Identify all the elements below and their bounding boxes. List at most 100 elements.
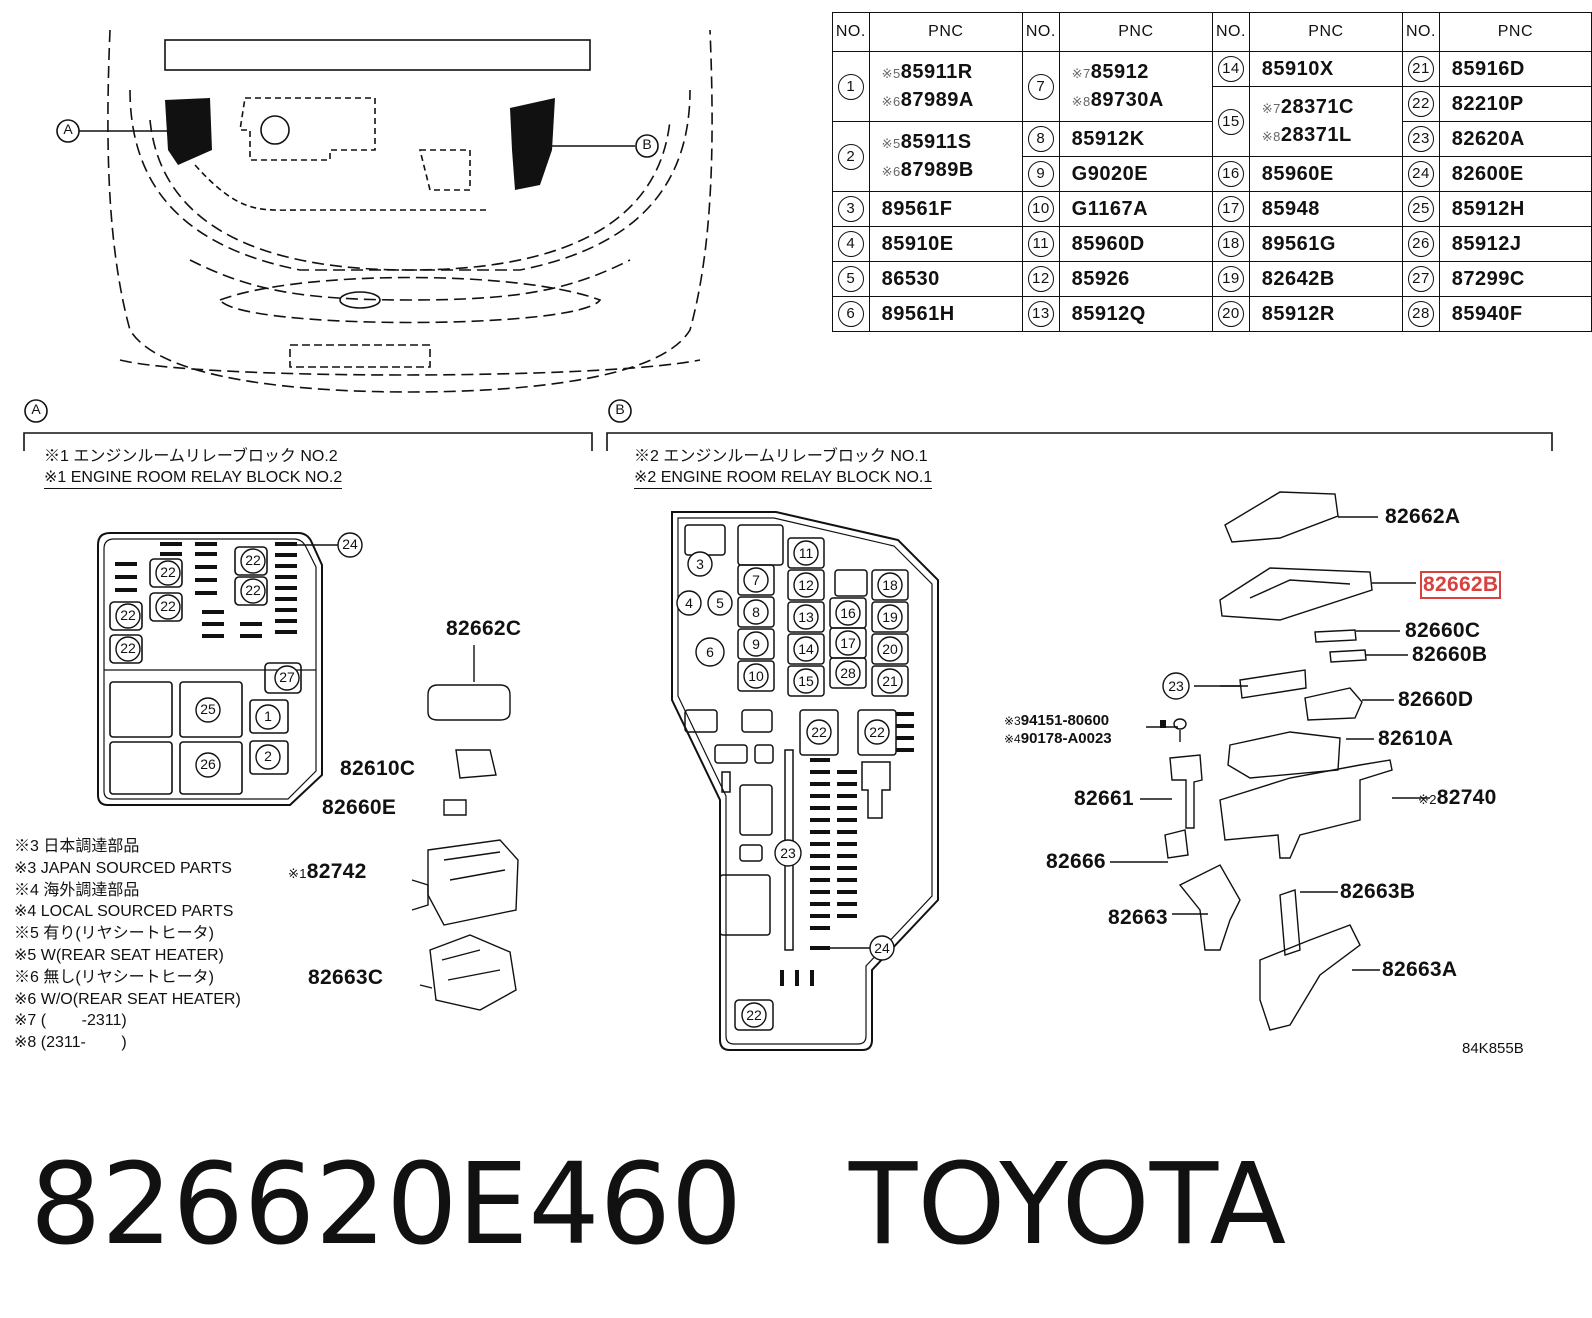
callout-label: 22	[160, 564, 176, 580]
header-no: NO.	[832, 12, 870, 52]
note-item: ※3 日本調達部品	[14, 838, 140, 855]
table-header-row: NO. PNC NO. PNC NO. PNC NO. PNC	[832, 12, 1592, 52]
pnc-value: 89561G	[1248, 226, 1404, 262]
pnc-value: 85910E	[868, 226, 1024, 262]
callout-label: 23	[780, 845, 796, 861]
item-number: 28	[1407, 301, 1434, 327]
item-number: 13	[1027, 301, 1054, 327]
callout-label: 12	[798, 577, 814, 593]
section-b-title: ※2 エンジンルームリレーブロック NO.1 ※2 ENGINE ROOM RE…	[634, 446, 933, 489]
header-pnc: PNC	[868, 12, 1024, 52]
callout-label: 16	[840, 605, 856, 621]
pnc-value: 85916D	[1438, 51, 1592, 87]
table-row: 2 ※585911S ※687989B 8 85912K 23 82620A	[832, 121, 1592, 192]
part-label: 82610C	[340, 757, 416, 780]
header-no: NO.	[1402, 12, 1440, 52]
callout-label: 22	[120, 640, 136, 656]
item-number: 15	[1217, 108, 1244, 135]
callout-label: 1	[264, 708, 272, 724]
section-b-marker: B	[615, 401, 625, 417]
callout-label: 22	[120, 607, 136, 623]
part-label: 82663	[1108, 906, 1168, 929]
part-label-highlighted[interactable]: 82662B	[1420, 571, 1502, 599]
section-a-title: ※1 エンジンルームリレーブロック NO.2 ※1 ENGINE ROOM RE…	[44, 446, 343, 489]
part-label: 82660C	[1405, 619, 1481, 642]
pnc-value: 85911R	[900, 60, 973, 83]
part-label: 82662C	[446, 617, 522, 640]
bolt-item: ※394151-80600	[1004, 712, 1110, 729]
section-a-parts	[411, 645, 519, 1011]
pnc-value: 85912K	[1058, 121, 1214, 157]
callout-label: 8	[752, 604, 760, 620]
callout-label: 13	[798, 609, 814, 625]
marker-a-circle	[56, 119, 80, 143]
pnc-value: 82210P	[1438, 86, 1592, 122]
pnc-value: 82642B	[1248, 261, 1404, 297]
item-number: 8	[1027, 126, 1054, 152]
header-pnc: PNC	[1248, 12, 1404, 52]
footer-brand: TOYOTA	[848, 1140, 1287, 1270]
item-number: 12	[1027, 266, 1054, 292]
pnc-table: NO. PNC NO. PNC NO. PNC NO. PNC 1 ※58591…	[832, 12, 1592, 332]
callout-label: 5	[716, 595, 724, 611]
callout-label: 25	[200, 701, 216, 717]
pnc-value: 82620A	[1438, 121, 1592, 157]
item-number: 22	[1407, 91, 1434, 117]
note-item: ※4 LOCAL SOURCED PARTS	[14, 903, 234, 921]
callout-label: 7	[752, 572, 760, 588]
callout-label: 27	[279, 669, 295, 685]
callout-label: 11	[798, 545, 814, 561]
item-number: 25	[1407, 196, 1434, 222]
section-b-parts	[1160, 491, 1393, 1031]
pnc-value: 85940F	[1438, 296, 1592, 332]
note-item: ※4 海外調達部品	[14, 881, 140, 899]
table-row: 15 ※728371C ※828371L 22 82210P	[833, 86, 1592, 157]
note-item: ※5 W(REAR SEAT HEATER)	[14, 946, 224, 964]
pnc-value: 85912R	[1248, 296, 1404, 332]
table-row: 6 89561H 13 85912Q 20 85912R 28 85940F	[832, 296, 1592, 332]
part-label: 82663A	[1382, 958, 1458, 981]
item-number: 9	[1027, 161, 1054, 187]
pnc-value: 85912Q	[1058, 296, 1214, 332]
part-label: 82661	[1074, 787, 1134, 810]
item-number: 14	[1217, 56, 1244, 82]
bolt-list: ※394151-80600 ※490178-A0023	[1004, 712, 1112, 748]
item-number: 10	[1027, 196, 1054, 222]
item-number: 17	[1217, 196, 1244, 222]
part-label: 82666	[1046, 850, 1106, 873]
callout-label: 9	[752, 636, 760, 652]
item-number: 26	[1407, 231, 1434, 257]
pnc-value: 85911S	[900, 130, 972, 153]
callout-label: 2	[264, 748, 272, 764]
item-number: 18	[1217, 231, 1244, 257]
footer-title: 826620E460 TOYOTA	[30, 1140, 1286, 1270]
section-a-frame	[23, 399, 593, 451]
section-b-title-jp: ※2 エンジンルームリレーブロック NO.1	[634, 448, 928, 465]
part-label: 82663C	[308, 966, 384, 989]
table-row: 5 86530 12 85926 19 82642B 27 87299C	[832, 261, 1592, 297]
pnc-value: G9020E	[1058, 156, 1214, 192]
item-number: 5	[837, 266, 864, 292]
section-b-frame	[606, 399, 1553, 451]
pnc-value: 85912	[1090, 60, 1149, 83]
part-label: ※282740	[1418, 786, 1497, 809]
item-number: 7	[1027, 73, 1054, 100]
item-number: 3	[837, 196, 864, 222]
item-number: 27	[1407, 266, 1434, 292]
note-item: ※7 ( -2311)	[14, 1012, 127, 1030]
header-pnc: PNC	[1438, 12, 1592, 52]
pnc-value: 85960E	[1248, 156, 1404, 192]
part-label: 82663B	[1340, 880, 1416, 903]
figure-code: 84K855B	[1462, 1040, 1524, 1057]
callout-label: 28	[840, 665, 856, 681]
car-engine-bay-diagram	[56, 29, 713, 393]
callout-label: 17	[840, 635, 856, 651]
pnc-value: 82600E	[1438, 156, 1592, 192]
pnc-value: 89730A	[1090, 88, 1164, 111]
callout-label: 19	[882, 609, 898, 625]
table-row: 3 89561F 10 G1167A 17 85948 25 85912H	[832, 191, 1592, 227]
car-marker-a: A	[63, 121, 73, 137]
part-label: 82660B	[1412, 643, 1488, 666]
pnc-value: 85912H	[1438, 191, 1592, 227]
item-number: 23	[1407, 126, 1434, 152]
